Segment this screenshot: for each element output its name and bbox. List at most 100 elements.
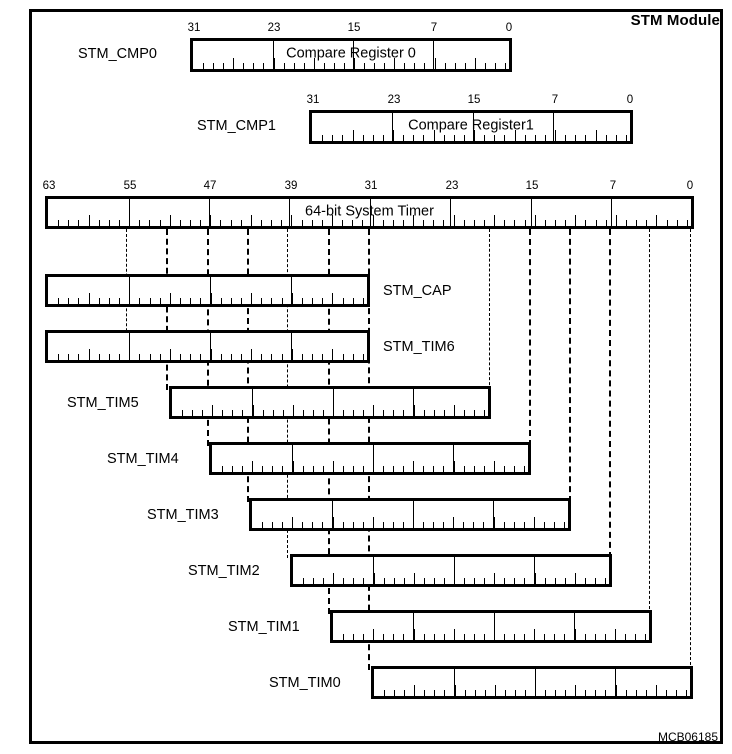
bit-tick [403, 410, 405, 416]
bit-tick [322, 466, 324, 472]
bit-tick [352, 354, 354, 360]
register-box-stm-tim0 [371, 666, 693, 699]
bit-tick [213, 63, 215, 69]
bit-tick [362, 135, 364, 141]
bit-tick [301, 354, 303, 360]
bit-tick [58, 298, 60, 304]
bit-tick [362, 220, 364, 226]
register-label-stm-tim1: STM_TIM1 [228, 619, 300, 635]
bit-label: 31 [187, 22, 201, 34]
bit-tick [685, 690, 687, 696]
bit-label: 15 [347, 22, 361, 34]
bit-tick [524, 220, 526, 226]
bit-tick [636, 220, 638, 226]
bit-tick [118, 220, 120, 226]
bit-tick [68, 220, 70, 226]
bit-tick [78, 220, 80, 226]
bit-tick [555, 220, 557, 226]
bit-tick [605, 220, 607, 226]
bit-tick [473, 410, 475, 416]
bit-tick [585, 690, 587, 696]
bit-label: 7 [609, 180, 617, 192]
byte-separator [615, 669, 616, 696]
bit-tick [544, 634, 546, 640]
bit-tick [322, 522, 324, 528]
bit-tick [323, 578, 325, 584]
bit-label: 39 [284, 180, 298, 192]
bit-tick [383, 578, 385, 584]
bit-tick [594, 634, 596, 640]
bit-tick [182, 410, 184, 416]
bit-tick [464, 63, 466, 69]
alignment-guide [649, 229, 650, 614]
bit-tick [463, 410, 465, 416]
bit-tick [523, 466, 525, 472]
bit-tick [665, 690, 667, 696]
bit-tick [352, 220, 354, 226]
bit-tick [423, 466, 425, 472]
bit-tick [383, 634, 385, 640]
bit-tick [232, 410, 234, 416]
bit-tick [343, 63, 345, 69]
bit-tick [159, 354, 161, 360]
byte-separator [373, 445, 374, 472]
bit-tick [524, 690, 526, 696]
bit-tick [453, 405, 455, 416]
bit-tick [159, 220, 161, 226]
bit-tick [343, 410, 345, 416]
bit-tick [261, 298, 263, 304]
bit-tick [433, 578, 435, 584]
bit-tick [383, 410, 385, 416]
bit-tick [463, 466, 465, 472]
bit-tick [555, 690, 557, 696]
bit-tick [443, 135, 445, 141]
bit-tick [544, 135, 546, 141]
bit-tick [78, 354, 80, 360]
bit-tick [292, 517, 294, 528]
bit-tick [352, 522, 354, 528]
alignment-guide [166, 229, 168, 390]
bit-label: 31 [306, 94, 320, 106]
bit-tick [414, 685, 416, 696]
bit-tick [393, 634, 395, 640]
register-label-stm-cmp0: STM_CMP0 [78, 46, 157, 62]
bit-tick [272, 466, 274, 472]
bit-tick [312, 466, 314, 472]
bit-tick [483, 634, 485, 640]
bit-label: 15 [467, 94, 481, 106]
byte-separator [450, 199, 451, 226]
bit-tick [302, 410, 304, 416]
bit-tick [343, 634, 345, 640]
bit-tick [433, 220, 435, 226]
bit-tick [302, 522, 304, 528]
bit-tick [282, 466, 284, 472]
bit-tick [139, 298, 141, 304]
alignment-guide [529, 229, 531, 446]
bit-tick [281, 354, 283, 360]
bit-tick [625, 135, 627, 141]
bit-tick [402, 220, 404, 226]
byte-separator [413, 501, 414, 528]
bit-tick [342, 354, 344, 360]
bit-tick [58, 220, 60, 226]
bit-tick [402, 522, 404, 528]
bit-tick [352, 466, 354, 472]
bit-tick [179, 220, 181, 226]
bit-tick [543, 522, 545, 528]
bit-tick [423, 634, 425, 640]
bit-tick [484, 220, 486, 226]
bit-tick [595, 690, 597, 696]
bit-tick [403, 578, 405, 584]
bit-tick [78, 298, 80, 304]
byte-separator [209, 199, 210, 226]
bit-tick [624, 634, 626, 640]
bit-tick [353, 410, 355, 416]
bit-tick [372, 135, 374, 141]
bit-label: 0 [626, 94, 634, 106]
bit-tick [262, 466, 264, 472]
register-label-stm-cmp1: STM_CMP1 [197, 118, 276, 134]
bit-tick [513, 466, 515, 472]
bit-tick [312, 298, 314, 304]
tick-ruler-stm-tim0 [374, 685, 690, 696]
bit-tick [383, 466, 385, 472]
